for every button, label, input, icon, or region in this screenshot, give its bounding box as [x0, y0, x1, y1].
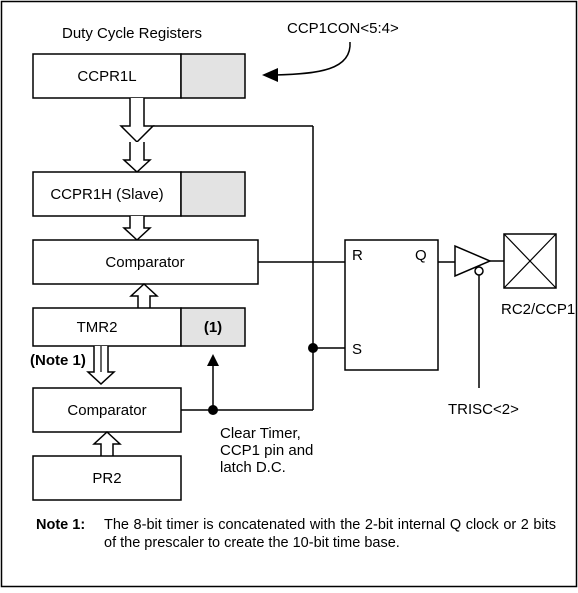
- ccpr1h-register: [32, 171, 182, 217]
- trisc-label: TRISC<2>: [448, 401, 519, 418]
- comparator-top-label: Comparator: [105, 254, 184, 271]
- clear-timer-line2: CCP1 pin and: [220, 442, 313, 459]
- clear-timer-line1: Clear Timer,: [220, 425, 301, 442]
- rs-latch: [344, 239, 439, 371]
- clear-timer-arrowhead: [207, 354, 219, 366]
- ccpr1h-shaded-bits: [180, 171, 246, 217]
- footnote-text: The 8-bit timer is concatenated with the…: [104, 517, 556, 551]
- tmr2-to-comparator-arrow: [129, 282, 159, 308]
- comparator-top: [32, 239, 259, 285]
- pr2-label: PR2: [92, 470, 121, 487]
- footnote: Note 1: The 8-bit timer is concatenated …: [36, 516, 556, 552]
- clear-timer-line3: latch D.C.: [220, 459, 286, 476]
- pin-cross-b: [503, 233, 557, 289]
- tristate-buffer: [454, 244, 492, 278]
- ccpr1l-shaded-bits: [180, 53, 246, 99]
- tmr2-shaded-bits: [180, 307, 246, 347]
- latch-s-label: S: [352, 341, 362, 358]
- note1-ref-label: (Note 1): [30, 352, 86, 369]
- rc2-ccp1-label: RC2/CCP1: [501, 301, 575, 318]
- comparator-bottom-label: Comparator: [67, 402, 146, 419]
- duty-cycle-registers-label: Duty Cycle Registers: [62, 25, 202, 42]
- ccp1con-arrowhead: [262, 68, 278, 82]
- ccpr1h-label: CCPR1H (Slave): [50, 186, 163, 203]
- ccp1con-arrow-line: [274, 41, 351, 76]
- ccpr1l-register: [32, 53, 182, 99]
- footnote-tag: Note 1:: [36, 517, 86, 533]
- tmr2-label: TMR2: [77, 319, 118, 336]
- tristate-enable-bubble: [474, 266, 484, 276]
- latch-r-label: R: [352, 247, 363, 264]
- tmr2-note-ref: (1): [204, 319, 222, 336]
- pr2-to-comparator-arrow: [92, 430, 122, 456]
- pr2-register: [32, 455, 182, 501]
- comparator-bottom: [32, 387, 182, 433]
- latch-q-label: Q: [415, 247, 427, 264]
- ccp1con-label: CCP1CON<5:4>: [287, 20, 399, 37]
- ccpr1l-label: CCPR1L: [77, 68, 136, 85]
